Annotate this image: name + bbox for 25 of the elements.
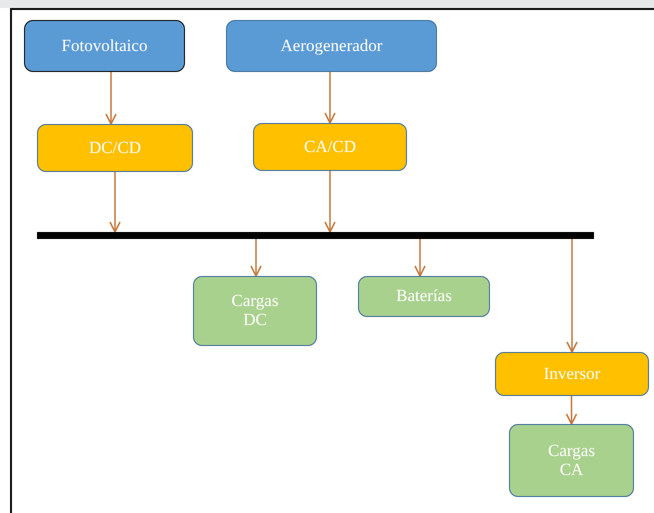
process-box [509,424,634,497]
arrow [105,72,117,125]
node-label: DC/CD [88,138,142,158]
process-box [495,352,649,396]
arrow [566,396,578,425]
process-box [358,276,490,317]
arrow [250,239,262,277]
process-box [37,124,193,172]
node-label: Inversor [542,364,602,384]
arrow [324,171,336,233]
node-label: Cargas DC [230,292,280,330]
process-box [253,123,407,171]
process-box [193,276,317,346]
node-label: CA/CD [303,138,357,156]
arrow [414,239,426,277]
bus-bar [37,232,594,239]
node-label: Cargas CA [547,442,596,480]
node-label: Baterías [395,287,453,306]
process-box [226,20,437,72]
node-label: Aerogenerador [280,36,384,56]
process-box [24,20,185,72]
arrow [324,72,336,124]
arrow [566,239,578,353]
arrow [109,172,121,233]
node-label: Fotovoltaico [60,36,148,56]
